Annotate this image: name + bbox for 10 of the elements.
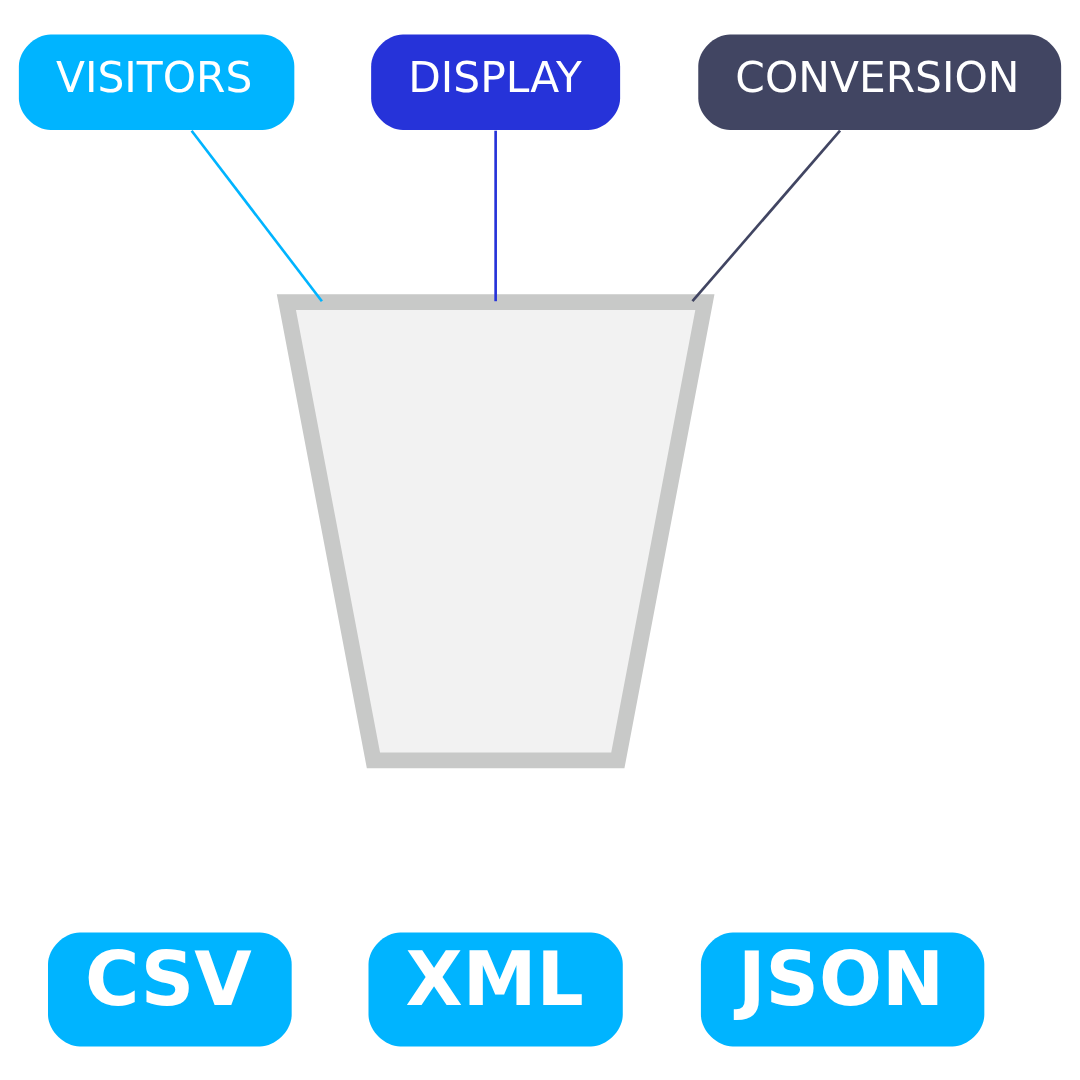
node-box: JSON <box>700 932 985 1046</box>
connector <box>494 130 497 301</box>
node-box: XML <box>368 932 623 1046</box>
connector <box>691 129 842 302</box>
node-box: VISITORS <box>18 34 295 130</box>
node-funnel <box>276 293 715 768</box>
node-box: CSV <box>48 932 292 1046</box>
node-box: DISPLAY <box>371 34 621 130</box>
node-box: CONVERSION <box>698 34 1062 130</box>
connector <box>190 129 323 302</box>
